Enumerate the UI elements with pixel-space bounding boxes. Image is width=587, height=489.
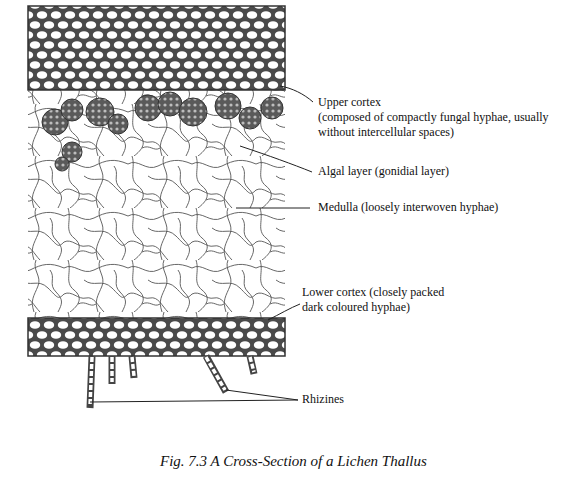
figure-caption: Fig. 7.3 A Cross-Section of a Lichen Tha…: [160, 453, 427, 470]
leader-lines: [90, 86, 313, 402]
part-name: Rhizines: [302, 392, 502, 407]
part-name: Lower cortex (closely packed dark colour…: [302, 285, 462, 315]
medulla-hyphae: [28, 88, 285, 320]
lower-cortex: [28, 318, 285, 356]
part-name: Medulla (loosely interwoven hyphae): [318, 200, 580, 215]
upper-cortex: [28, 6, 285, 90]
part-name: Algal layer (gonidial layer): [318, 164, 580, 179]
part-description: (composed of compactly fungal hyphae, us…: [318, 110, 580, 140]
algal-cells: [42, 92, 283, 171]
part-name: Upper cortex: [318, 95, 518, 110]
